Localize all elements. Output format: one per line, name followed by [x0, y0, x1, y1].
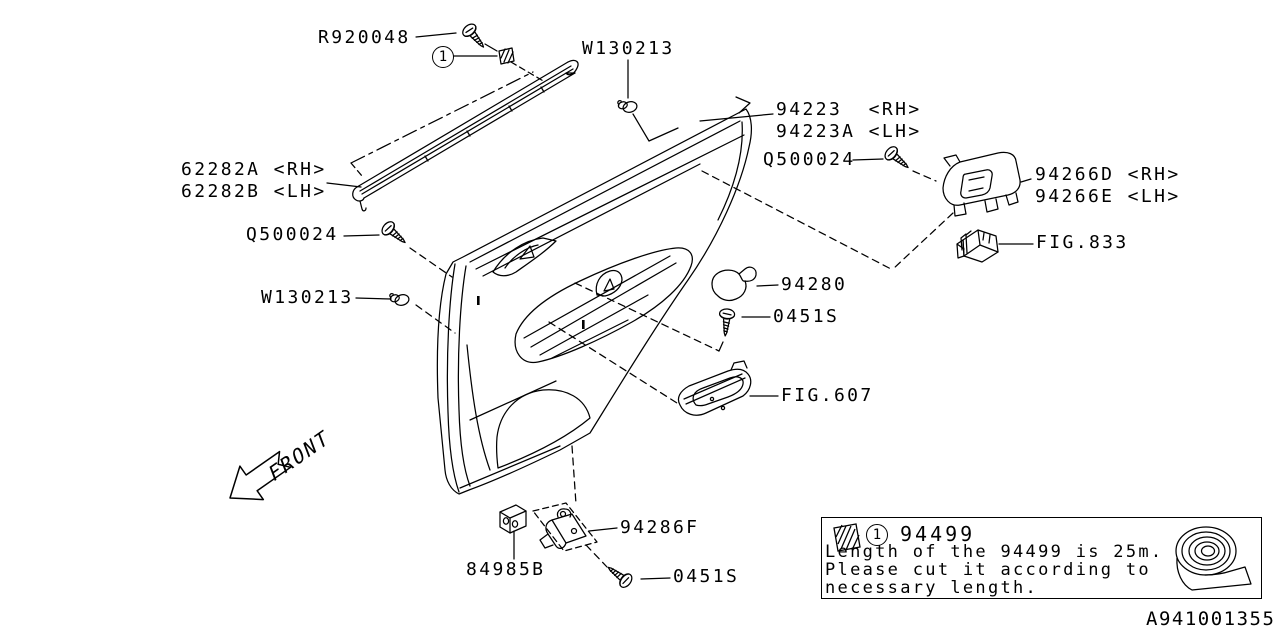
clip-icon-w130213-left [388, 289, 411, 309]
screw-icon-q500024-left [378, 218, 411, 249]
legend-part-number: 94499 [900, 522, 976, 546]
label-fig607: FIG.607 [781, 385, 874, 406]
label-62282: 62282A <RH> 62282B <LH> [181, 159, 327, 202]
callout-number-top: 1 [438, 49, 448, 65]
bracket-94286f-drawing [532, 502, 598, 552]
label-q500024-left: Q500024 [246, 224, 339, 245]
label-0451s-mid: 0451S [773, 306, 840, 327]
callout-circle-top: 1 [432, 46, 454, 68]
callout-circle-legend: 1 [866, 524, 888, 546]
label-94280: 94280 [781, 274, 848, 295]
label-q500024-right: Q500024 [763, 149, 856, 170]
legend-box: 1 94499 Length of the 94499 is 25m. Plea… [821, 517, 1262, 599]
label-w130213-left: W130213 [261, 287, 354, 308]
door-trim-panel-drawing [436, 96, 753, 495]
connector-fig833-drawing [956, 229, 999, 263]
assembly-dashed-lines [409, 170, 954, 568]
clip-icon-w130213-top [616, 96, 639, 116]
tape-roll-icon [1175, 526, 1252, 591]
label-w130213-top: W130213 [582, 38, 675, 59]
screw-icon-q500024-right [881, 143, 914, 174]
label-84985b: 84985B [466, 559, 546, 580]
label-fig833: FIG.833 [1036, 232, 1129, 253]
lamp-84985b-drawing [499, 504, 527, 534]
pull-cup-fig607-drawing [677, 360, 752, 416]
leader-lines [326, 32, 1034, 580]
label-94286f: 94286F [620, 517, 700, 538]
label-94266: 94266D <RH> 94266E <LH> [1035, 164, 1181, 207]
screw-icon-r920048 [459, 20, 490, 53]
tape-hatch-icon-legend [833, 523, 861, 552]
leader-r920048-square [484, 43, 498, 52]
screw-icon-0451s-mid [717, 307, 736, 338]
legend-note-line2: Please cut it according to [825, 560, 1151, 580]
switch-bezel-94266-drawing [942, 151, 1021, 217]
front-arrow-icon [229, 450, 292, 501]
label-r920048: R920048 [318, 27, 411, 48]
clip-icon-94280 [711, 266, 757, 302]
label-0451s-bottom: 0451S [673, 566, 740, 587]
callout-number-legend: 1 [872, 527, 882, 543]
document-number: A941001355 [1146, 608, 1276, 630]
label-94223: 94223 <RH> 94223A <LH> [776, 99, 922, 142]
weatherstrip-drawing [350, 59, 579, 212]
screw-icon-0451s-bottom [603, 560, 635, 591]
tape-hatch-icon [498, 47, 515, 65]
dashed-hook [718, 341, 724, 352]
legend-note-line1: Length of the 94499 is 25m. [825, 542, 1164, 562]
legend-note-line3: necessary length. [825, 578, 1039, 598]
